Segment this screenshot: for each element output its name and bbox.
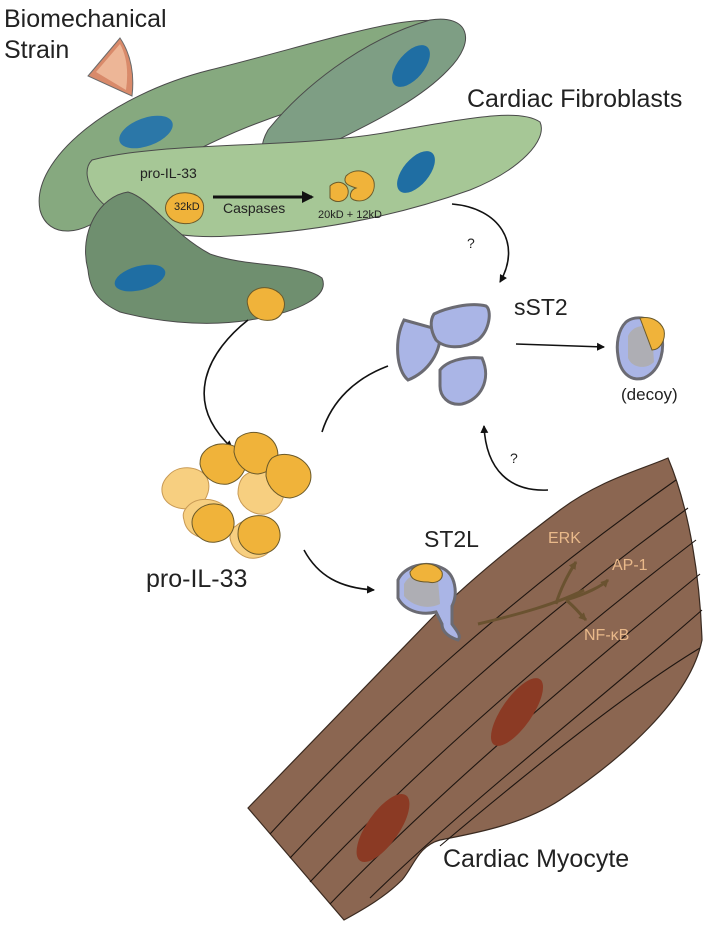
- sst2-receptor-icon: [396, 303, 491, 406]
- question-mark-2: ?: [510, 450, 518, 466]
- strain-line-2: Strain: [4, 36, 70, 65]
- st2l-receptor-icon: [396, 563, 461, 642]
- strain-line-1: Biomechanical: [4, 5, 167, 33]
- st2l-label: ST2L: [424, 526, 479, 552]
- nucleus: [114, 264, 166, 292]
- question-mark-1: ?: [467, 235, 475, 251]
- caspases-label: Caspases: [223, 200, 286, 216]
- fibroblast-nuclei: [114, 45, 435, 292]
- nucleus: [392, 45, 430, 87]
- binding-arrow-st2l: [303, 549, 375, 594]
- il33-protein-icon: [233, 431, 279, 475]
- decoy-label: (decoy): [621, 385, 678, 404]
- biomechanical-strain-label: Biomechanical Strain: [4, 4, 167, 67]
- nfkb-label: NF-κB: [584, 627, 630, 644]
- secretion-arrow: [203, 319, 249, 449]
- decoy-complex-icon: [615, 316, 665, 381]
- il33-protein-icon: [246, 287, 285, 321]
- il33-protein-icon: [191, 503, 235, 543]
- cardiac-myocyte: [247, 457, 703, 921]
- ap1-label: AP-1: [612, 557, 648, 574]
- question-arrow-2: [480, 425, 549, 491]
- binding-arrow-sst2: [321, 365, 389, 433]
- pro-il33-small-label: pro-IL-33: [140, 165, 197, 181]
- cardiac-fibroblasts-label: Cardiac Fibroblasts: [467, 85, 683, 113]
- pro-il33-large-label: pro-IL-33: [146, 565, 248, 593]
- cardiac-myocyte-label: Cardiac Myocyte: [443, 845, 630, 873]
- decoy-arrow: [515, 342, 605, 351]
- il33-cleaved-fragments-icon: [329, 170, 375, 202]
- myocyte-nucleus: [490, 678, 544, 746]
- myocyte-nucleus: [356, 793, 410, 863]
- biomechanical-strain-wedge-icon: [87, 37, 134, 97]
- question-arrow-1: [451, 203, 510, 283]
- kd32-label: 32kD: [174, 201, 200, 213]
- nucleus: [397, 151, 435, 193]
- sst2-label: sST2: [514, 294, 568, 320]
- nucleus: [119, 115, 173, 149]
- erk-label: ERK: [548, 530, 581, 547]
- il33-cluster: [161, 431, 312, 559]
- il33-protein-icon: [265, 454, 312, 499]
- il33-protein-icon: [237, 515, 281, 555]
- fragments-label: 20kD + 12kD: [318, 209, 382, 221]
- signaling-arrows: [477, 561, 610, 626]
- il33-protein-icon: [165, 192, 205, 225]
